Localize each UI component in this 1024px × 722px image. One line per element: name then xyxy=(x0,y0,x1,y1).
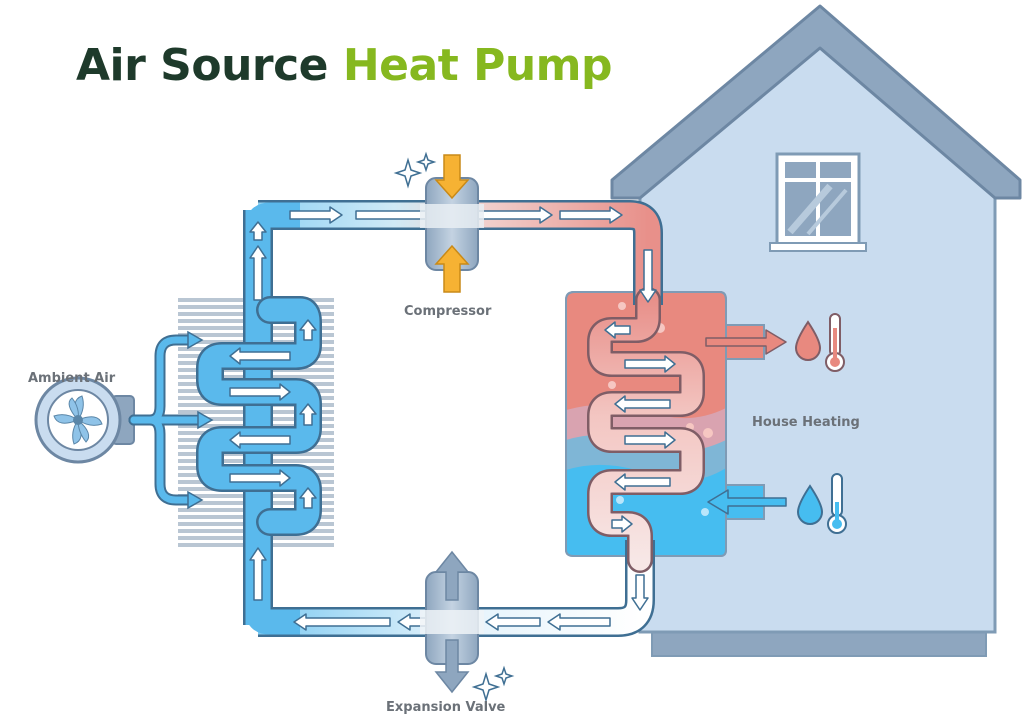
compressor-label: Compressor xyxy=(404,304,492,319)
compressor-arrow-down xyxy=(434,154,470,200)
expansion-valve-label: Expansion Valve xyxy=(386,700,506,715)
compressor xyxy=(393,151,484,293)
sparkle-icon xyxy=(471,665,515,703)
title-part-dark: Air Source xyxy=(76,40,329,91)
house-window xyxy=(769,152,867,252)
page-title: Air Source Heat Pump xyxy=(76,40,612,91)
valve-arrow-down xyxy=(434,639,470,694)
house-heating-label: House Heating xyxy=(752,415,860,430)
house-roof xyxy=(610,4,1022,200)
sparkle-icon xyxy=(393,151,437,189)
title-part-green: Heat Pump xyxy=(342,40,613,91)
cold-thermometer-icon xyxy=(827,473,847,534)
fan-blades-icon xyxy=(53,395,103,445)
valve-arrow-up xyxy=(434,550,470,601)
fan xyxy=(34,376,135,464)
compressor-arrow-up xyxy=(434,244,470,293)
ambient-air-label: Ambient Air xyxy=(28,371,116,386)
cold-water-drop-icon xyxy=(796,484,824,525)
expansion-valve xyxy=(420,550,515,703)
hot-water-drop-icon xyxy=(794,320,822,361)
hot-thermometer-icon xyxy=(825,313,845,372)
